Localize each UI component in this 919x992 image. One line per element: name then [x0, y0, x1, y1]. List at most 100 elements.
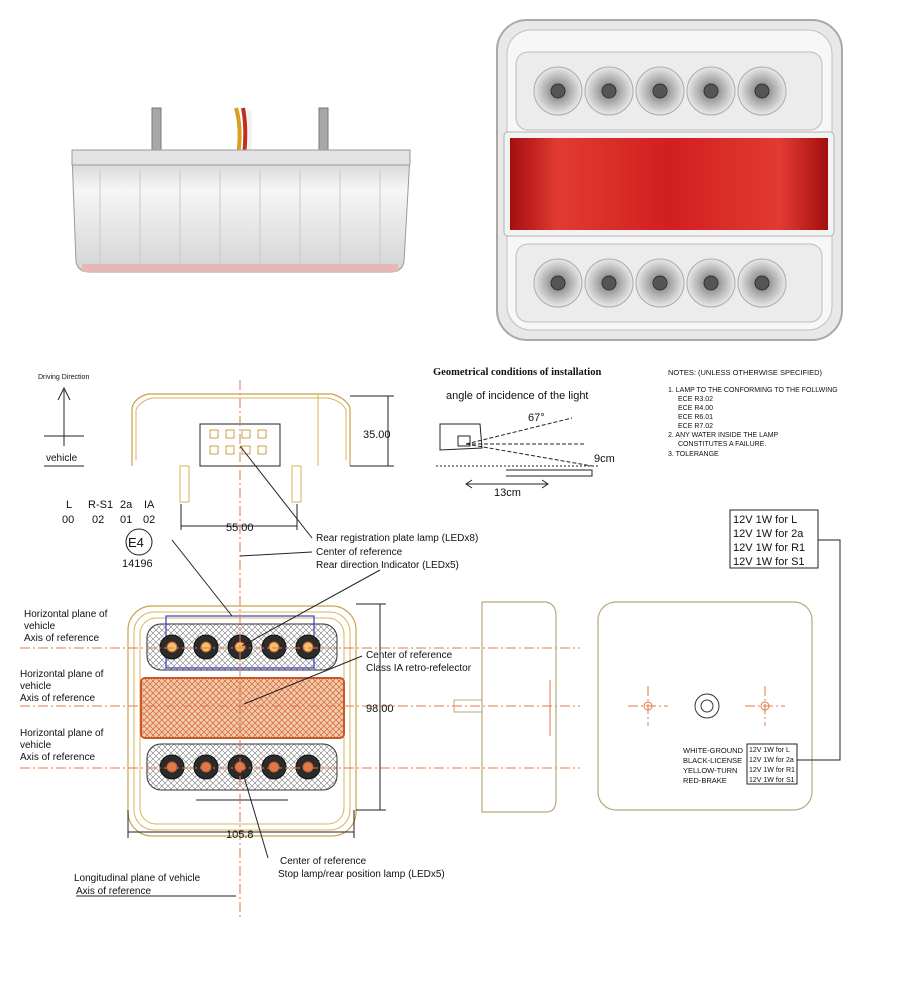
plane-label: Axis of reference [20, 752, 95, 763]
led-icon [200, 641, 212, 653]
plane-label: Horizontal plane of [24, 609, 108, 620]
rating-line: 12V 1W for L [733, 514, 797, 526]
callout-center-ref: Center of reference [366, 650, 453, 661]
white-wire [247, 109, 252, 157]
ratings-box [729, 509, 819, 569]
led-icon [703, 83, 719, 99]
red-wire [241, 107, 248, 157]
led-icon [302, 641, 314, 653]
lamp-side-photo [71, 107, 411, 273]
callout-direction: Rear direction Indicator (LEDx5) [316, 560, 459, 571]
driving-direction-label: Driving Direction [38, 374, 89, 381]
mounting-stud [318, 107, 329, 157]
approval-number: 14196 [122, 558, 153, 570]
led-icon [268, 641, 280, 653]
rating-small: 12V 1W for L [749, 747, 790, 754]
lamp-base-strip [82, 264, 398, 272]
registration-led-icon [241, 429, 251, 439]
stud-outline [179, 465, 190, 503]
code-top: IA [144, 499, 155, 511]
callout-longitudinal: Longitudinal plane of vehicle [74, 873, 201, 884]
led-icon [166, 641, 178, 653]
main-dimensions: 98.00 105.8 [127, 603, 394, 841]
lamp-sketch [439, 423, 483, 451]
led-icon [550, 83, 566, 99]
rear-view-drawing: WHITE-GROUND BLACK-LICENSE YELLOW-TURN R… [597, 509, 841, 811]
notes-section: NOTES: (UNLESS OTHERWISE SPECIFIED) 1. L… [668, 368, 838, 458]
led-icon [302, 761, 314, 773]
rating-small: 12V 1W for R1 [749, 767, 795, 774]
led-icon [200, 761, 212, 773]
lamp-housing [71, 154, 411, 273]
led-icon [754, 83, 770, 99]
code-bottom: 01 [120, 514, 132, 526]
led-icon [601, 83, 617, 99]
front-outline [127, 605, 357, 837]
yellow-wire [234, 107, 242, 157]
plane-label: Axis of reference [20, 693, 95, 704]
dimension-lamp-height: 98.00 [366, 703, 394, 715]
rating-small: 12V 1W for 2a [749, 757, 794, 764]
wiring-label: RED-BRAKE [683, 776, 727, 785]
led-icon [652, 275, 668, 291]
lamp-front-photo [496, 19, 843, 341]
cable-grommet-icon [694, 693, 720, 719]
notes-line: 1. LAMP TO THE CONFORMING TO THE FOLLWIN… [668, 387, 838, 394]
plane-label: Horizontal plane of [20, 728, 104, 739]
plane-label: vehicle [20, 740, 52, 751]
callout-stop: Stop lamp/rear position lamp (LEDx5) [278, 869, 445, 880]
geometry-subtitle: angle of incidence of the light [446, 390, 589, 402]
approval-circle-icon [125, 528, 153, 556]
callout-longitudinal-axis: Axis of reference [76, 886, 151, 897]
registration-led-icon [225, 429, 235, 439]
height-label: 9cm [594, 453, 615, 465]
led-icon [703, 275, 719, 291]
driving-direction-symbol: Driving Direction vehicle [38, 374, 89, 467]
approval-mark: E4 [128, 535, 144, 550]
plane-label: vehicle [20, 681, 52, 692]
code-bottom: 02 [143, 514, 155, 526]
led-icon [166, 761, 178, 773]
led-icon [268, 761, 280, 773]
code-bottom: 02 [92, 514, 104, 526]
callouts: Rear registration plate lamp (LEDx8) Cen… [74, 445, 478, 897]
registration-led-icon [209, 445, 219, 455]
dimension-width: 105.8 [226, 829, 254, 841]
distance-label: 13cm [494, 487, 521, 499]
wiring-label: WHITE-GROUND [683, 746, 744, 755]
red-reflector-lens [510, 138, 828, 230]
led-icon [754, 275, 770, 291]
code-top: 2a [120, 499, 133, 511]
mounting-stud [151, 107, 162, 157]
notes-header: NOTES: (UNLESS OTHERWISE SPECIFIED) [668, 368, 823, 377]
registration-led-icon [257, 445, 267, 455]
callout-center-ref: Center of reference [280, 856, 367, 867]
led-icon [652, 83, 668, 99]
code-top: R-S1 [88, 499, 113, 511]
vehicle-label: vehicle [46, 453, 78, 464]
registration-led-icon [225, 445, 235, 455]
geometry-title: Geometrical conditions of installation [433, 367, 601, 378]
callout-center-ref: Center of reference [316, 547, 403, 558]
rating-line: 12V 1W for S1 [733, 556, 805, 568]
rating-line: 12V 1W for R1 [733, 542, 805, 554]
rear-outline [597, 601, 813, 811]
notes-line: ECE R3.02 [678, 396, 713, 403]
registration-led-icon [257, 429, 267, 439]
geometry-section: Geometrical conditions of installation a… [433, 367, 615, 499]
stud-outline [291, 465, 302, 503]
wiring-label: BLACK-LICENSE [683, 756, 742, 765]
notes-line: 2. ANY WATER INSIDE THE LAMP [668, 432, 779, 439]
dimension-height: 35.00 [363, 429, 391, 441]
lamp-rim [71, 149, 411, 166]
rating-line: 12V 1W for 2a [733, 528, 804, 540]
notes-line: ECE R6.01 [678, 414, 713, 421]
plane-label: vehicle [24, 621, 56, 632]
top-outline-drawing: 35.00 55.00 [131, 393, 394, 534]
led-icon [601, 275, 617, 291]
approval-marking: L R-S1 2a IA 00 02 01 02 E4 14196 [62, 499, 155, 570]
notes-line: ECE R4.00 [678, 405, 713, 412]
arrow-up-icon [57, 386, 71, 401]
plane-label: Horizontal plane of [20, 669, 104, 680]
